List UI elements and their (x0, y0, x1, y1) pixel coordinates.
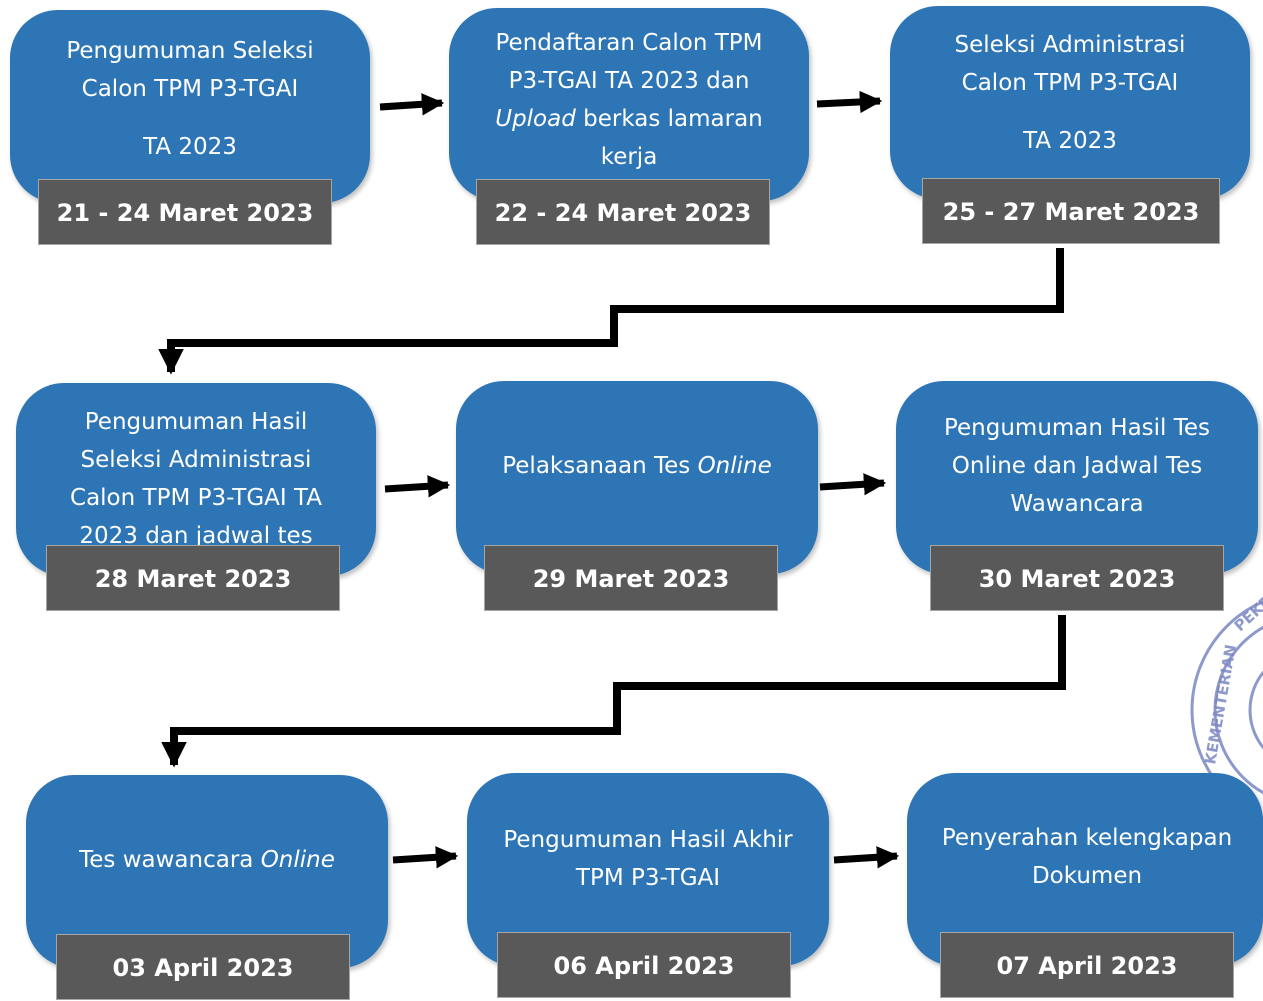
arrow-1-2 (379, 93, 445, 116)
step-7-line-text: Tes wawancara (79, 847, 261, 873)
step-5-text: Pelaksanaan Tes Online (470, 447, 804, 485)
step-6-line: Wawancara (1010, 491, 1144, 517)
arrow-8-9 (833, 846, 900, 869)
step-7-line: Tes wawancara Online (40, 841, 374, 879)
step-3-box: Seleksi Administrasi Calon TPM P3-TGAI T… (890, 6, 1250, 199)
step-4-box: Pengumuman Hasil Seleksi Administrasi Ca… (16, 383, 376, 576)
step-3-date: 25 - 27 Maret 2023 (922, 178, 1220, 244)
step-2-line: kerja (600, 144, 658, 170)
step-9-text: Penyerahan kelengkapan Dokumen (917, 819, 1257, 895)
step-3-line: Seleksi Administrasi (954, 32, 1186, 58)
step-4-line: Pengumuman Hasil (84, 409, 308, 435)
step-2-line: P3-TGAI TA 2023 dan (508, 68, 750, 94)
step-7-date: 03 April 2023 (56, 934, 350, 1000)
step-2-box: Pendaftaran Calon TPM P3-TGAI TA 2023 da… (449, 8, 809, 201)
arrow-7-8 (392, 846, 459, 869)
step-1-line: Calon TPM P3-TGAI (81, 76, 299, 102)
step-5-line-text: Pelaksanaan Tes (502, 453, 698, 479)
step-2-italic: Upload (495, 106, 576, 132)
step-5-date: 29 Maret 2023 (484, 545, 778, 611)
step-6-text: Pengumuman Hasil Tes Online dan Jadwal T… (910, 409, 1244, 523)
step-9-line: Dokumen (1031, 863, 1143, 889)
elbow-connector-6-7 (161, 615, 1066, 768)
step-2-text: Pendaftaran Calon TPM P3-TGAI TA 2023 da… (463, 24, 795, 176)
step-1-line: TA 2023 (143, 134, 237, 160)
step-8-date: 06 April 2023 (497, 932, 791, 998)
step-2-line: Upload berkas lamaran (463, 100, 795, 138)
step-7-italic: Online (260, 847, 335, 873)
arrow-5-6 (819, 473, 887, 496)
step-5-line: Pelaksanaan Tes Online (470, 447, 804, 485)
step-9-date: 07 April 2023 (940, 932, 1234, 998)
arrow-4-5 (384, 475, 451, 498)
step-8-line: TPM P3-TGAI (575, 865, 721, 891)
step-7-text: Tes wawancara Online (40, 841, 374, 879)
step-3-line: Calon TPM P3-TGAI (961, 70, 1179, 96)
svg-text:PEKER: PEKER (1231, 590, 1263, 635)
step-6-box: Pengumuman Hasil Tes Online dan Jadwal T… (896, 381, 1258, 574)
elbow-connector-3-4 (158, 248, 1064, 375)
step-2-line: Pendaftaran Calon TPM (495, 30, 763, 56)
step-6-date: 30 Maret 2023 (930, 545, 1224, 611)
step-5-italic: Online (697, 453, 772, 479)
step-1-line: Pengumuman Seleksi (66, 38, 314, 64)
step-6-line: Pengumuman Hasil Tes (943, 415, 1211, 441)
step-4-line: 2023 dan jadwal tes (79, 523, 313, 549)
step-4-date: 28 Maret 2023 (46, 545, 340, 611)
step-4-text: Pengumuman Hasil Seleksi Administrasi Ca… (30, 403, 362, 555)
step-8-line: Pengumuman Hasil Akhir (503, 827, 793, 853)
step-1-box: Pengumuman Seleksi Calon TPM P3-TGAI TA … (10, 10, 370, 203)
step-5-box: Pelaksanaan Tes Online (456, 381, 818, 574)
step-2-date: 22 - 24 Maret 2023 (476, 179, 770, 245)
step-1-date: 21 - 24 Maret 2023 (38, 179, 332, 245)
step-4-line: Seleksi Administrasi (80, 447, 312, 473)
arrow-2-3 (816, 90, 883, 114)
step-8-text: Pengumuman Hasil Akhir TPM P3-TGAI (481, 821, 815, 897)
step-4-line: Calon TPM P3-TGAI TA (70, 485, 322, 511)
step-6-line: Online dan Jadwal Tes (951, 453, 1203, 479)
step-9-line: Penyerahan kelengkapan (941, 825, 1233, 851)
step-2-line-rest: berkas lamaran (575, 106, 763, 132)
svg-text:KEMENTERIAN: KEMENTERIAN (1201, 643, 1240, 766)
step-1-text: Pengumuman Seleksi Calon TPM P3-TGAI TA … (24, 32, 356, 166)
step-3-text: Seleksi Administrasi Calon TPM P3-TGAI T… (904, 26, 1236, 160)
official-stamp: KEMENTERIAN PEKER (1190, 590, 1263, 820)
step-3-line: TA 2023 (1023, 128, 1117, 154)
